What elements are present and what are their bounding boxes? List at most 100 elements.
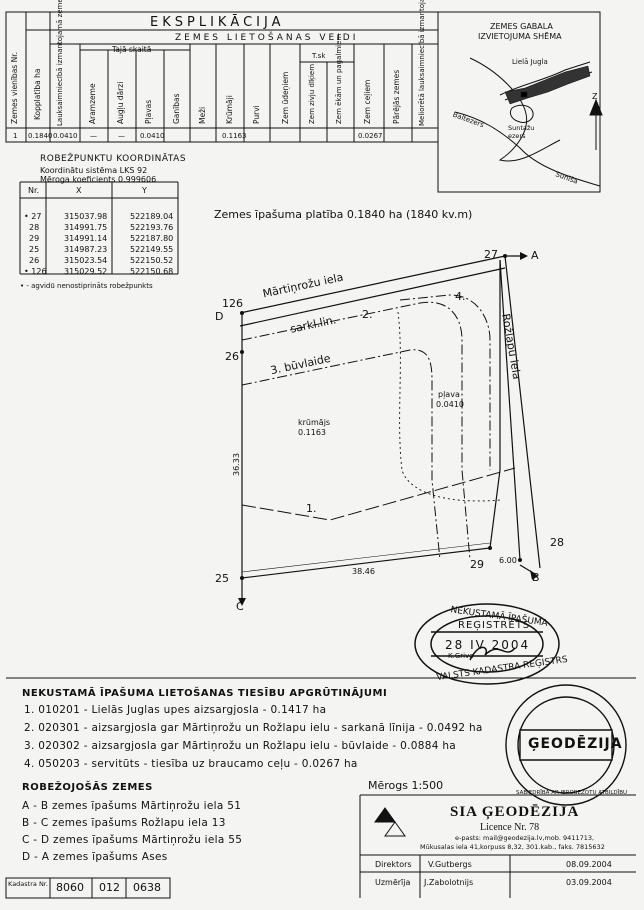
stamp-mid: REĢISTRĒTS — [458, 620, 531, 631]
col-pastures: Ganības — [172, 93, 181, 124]
table-cell: 315037.98 — [64, 212, 108, 221]
table-cell: 522193.76 — [130, 223, 174, 232]
val-parcel-no: 1 — [13, 132, 18, 140]
name-surveyor: J.Zabolotnijs — [424, 878, 474, 887]
label-plava-area: 0.0410 — [436, 400, 464, 409]
point-26: 26 — [225, 350, 239, 363]
scheme-title-1: ZEMES GABALA — [490, 22, 553, 31]
point-27: 27 — [484, 248, 498, 261]
seal-logo: ĢEODĒZIJA — [528, 736, 623, 752]
table-cell: • 27 — [24, 212, 42, 221]
cadastre-part-3: 0638 — [133, 881, 161, 894]
table-cell: 315029.52 — [64, 267, 108, 276]
role-surveyor: Uzmērīja — [375, 878, 411, 887]
table-cell: 28 — [29, 223, 40, 232]
table-cell: 522150.52 — [130, 256, 174, 265]
company-licence: Licence Nr. 78 — [480, 822, 540, 833]
col-total-area: Kopplatība ha — [33, 68, 42, 120]
table-cell: 314987.23 — [64, 245, 108, 254]
col-shrubs: Krūmāji — [225, 95, 234, 124]
stamp-name: K.Griva — [448, 652, 474, 660]
table-row: 25 314987.23 522149.55 — [20, 245, 180, 256]
coords-legend: • - agvidū nenostiprināts robežpunkts — [20, 282, 153, 290]
corner-d: D — [215, 310, 224, 323]
col-swamps: Purvi — [252, 105, 261, 124]
table-row: • 27 315037.98 522189.04 — [20, 212, 180, 223]
col-roads: Zem ceļiem — [363, 79, 372, 124]
area-title: Zemes īpašuma platība 0.1840 ha (1840 kv… — [214, 208, 473, 221]
name-director: V.Gutbergs — [428, 860, 472, 869]
cadastre-part-1: 8060 — [56, 881, 84, 894]
label-zone-1: 1. — [306, 502, 317, 515]
encumbrance-3: 3. 020302 - aizsargjosla gar Mārtiņrožu … — [24, 740, 457, 752]
encumbrance-4: 4. 050203 - servitūts - tiesība uz brauc… — [24, 758, 358, 770]
table-row: • 126 315029.52 522150.68 — [20, 267, 180, 278]
col-fish-ponds: Zem zivju dīķiem — [308, 63, 316, 124]
label-krumajs: krūmājs — [298, 418, 331, 427]
point-29: 29 — [470, 558, 484, 571]
scale-label: Mērogs 1:500 — [368, 779, 444, 792]
table-cell: 314991.75 — [64, 223, 108, 232]
stamp-date: 28 IV 2004 — [445, 638, 531, 652]
date-surveyor: 03.09.2004 — [566, 878, 612, 887]
neighbor-da: D - A zemes īpašums Ases — [22, 851, 168, 863]
coords-head-y: Y — [142, 186, 147, 195]
company-name: SIA ĢEODĒZIJA — [450, 804, 580, 820]
label-zone-4: 4. — [455, 290, 466, 303]
col-arable: Aramzeme — [88, 83, 97, 124]
coords-head-nr: Nr. — [28, 186, 40, 195]
point-25: 25 — [215, 572, 229, 585]
col-orchards: Augļu dārzi — [116, 81, 125, 124]
val-meadows: 0.0410 — [140, 132, 165, 140]
table-cell: 315023.54 — [64, 256, 108, 265]
scheme-label-suntazu: Suntažu ezers — [508, 124, 535, 140]
cadastre-label: Kadastra Nr. — [8, 880, 48, 888]
coords-system: Koordinātu sistēma LKS 92 — [40, 166, 148, 175]
explication-title: EKSPLIKĀCIJA — [150, 15, 285, 30]
neighbor-cd: C - D zemes īpašums Mārtiņrožu iela 55 — [22, 834, 243, 846]
col-forests: Meži — [198, 106, 207, 124]
date-director: 08.09.2004 — [566, 860, 612, 869]
north-arrow-label: Z — [592, 92, 598, 101]
point-126: 126 — [222, 297, 243, 310]
point-28: 28 — [550, 536, 564, 549]
encumbrance-2: 2. 020301 - aizsargjosla gar Mārtiņrožu … — [24, 722, 483, 734]
col-agri-land: Lauksaimniecībā izmantojamā zeme — [56, 0, 64, 126]
val-arable: — — [90, 132, 97, 140]
val-roads: 0.0267 — [358, 132, 383, 140]
col-meadows: Pļavas — [144, 99, 153, 124]
table-cell: 522150.68 — [130, 267, 174, 276]
table-cell: 25 — [29, 245, 40, 254]
coords-head-x: X — [76, 186, 82, 195]
table-row: 28 314991.75 522193.76 — [20, 223, 180, 234]
table-cell: 522187.80 — [130, 234, 174, 243]
dim-38-46: 38.46 — [352, 567, 375, 576]
coords-scale: Mēroga koeficients 0.999606 — [40, 175, 157, 184]
company-contact-1: e-pasts: mail@geodezija.lv,mob. 9411713, — [455, 834, 595, 842]
corner-b: B — [532, 571, 540, 584]
corner-c: C — [236, 600, 244, 613]
col-parcel-no: Zemes vienības Nr. — [10, 52, 19, 124]
tsk-label: T.sk — [312, 52, 326, 60]
col-other: Pārējās zemes — [392, 69, 401, 124]
cadastre-part-2: 012 — [99, 881, 120, 894]
coords-title: ROBEŽPUNKTU KOORDINĀTAS — [40, 154, 187, 164]
table-row: 26 315023.54 522150.52 — [20, 256, 180, 267]
table-cell: 522149.55 — [130, 245, 174, 254]
neighbors-title: ROBEŽOJOŠĀS ZEMES — [22, 782, 153, 793]
table-row: 29 314991.14 522187.80 — [20, 234, 180, 245]
encumbrances-title: NEKUSTAMĀ ĪPAŠUMA LIETOŠANAS TIESĪBU APG… — [22, 688, 388, 699]
val-total-area: 0.1840 — [28, 132, 53, 140]
val-orchards: — — [118, 132, 125, 140]
table-cell: 522189.04 — [130, 212, 174, 221]
encumbrance-1: 1. 010201 - Lielās Juglas upes aizsargjo… — [24, 704, 327, 716]
scheme-label-lielajugla: Lielā Jugla — [512, 58, 548, 66]
scheme-title-2: IZVIETOJUMA SHĒMA — [478, 32, 562, 41]
val-shrubs: 0.1163 — [222, 132, 247, 140]
label-zone-2: 2. — [362, 308, 373, 321]
role-director: Direktors — [375, 860, 412, 869]
table-cell: 314991.14 — [64, 234, 108, 243]
label-plava: pļava — [438, 390, 460, 399]
